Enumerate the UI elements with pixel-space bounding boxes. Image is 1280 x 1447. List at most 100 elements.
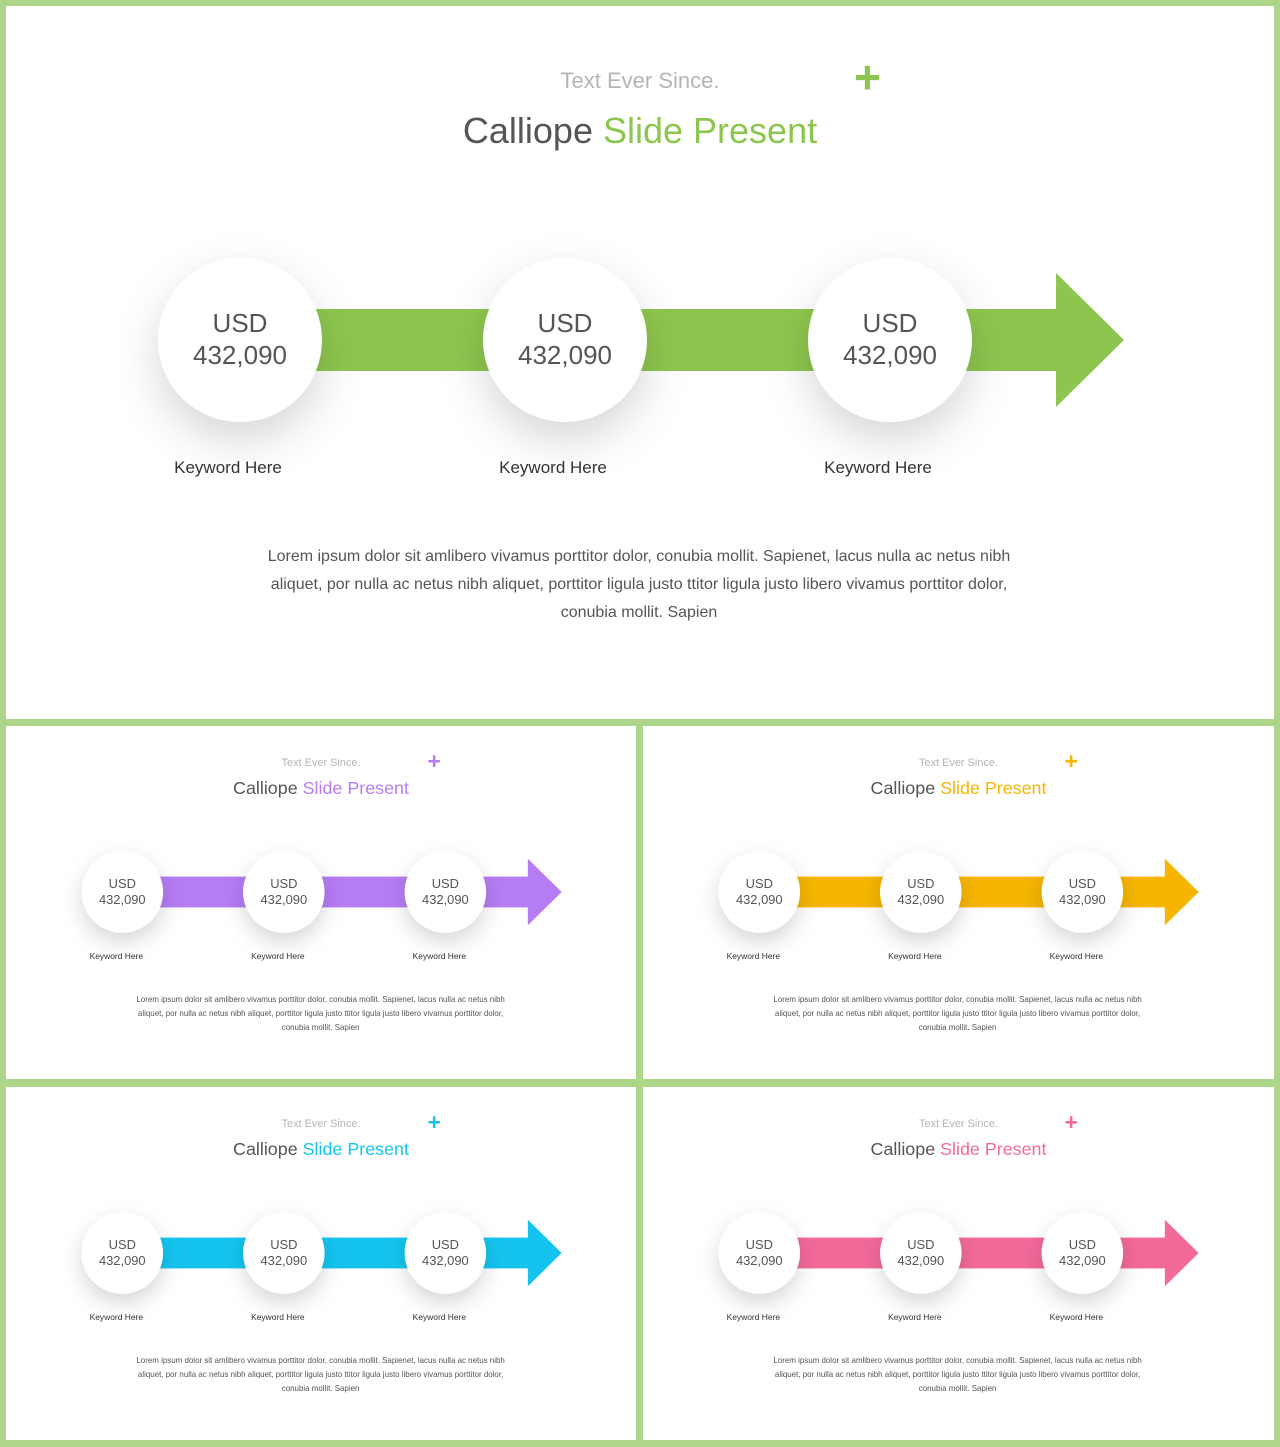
arrow-head [1164, 1219, 1199, 1287]
slide-purple: Text Ever Since. Calliope Slide Present + U… [6, 726, 636, 1079]
currency-label: USD [907, 876, 935, 892]
amount-value: 432,090 [98, 1252, 146, 1268]
arrow-flow-graphic [158, 258, 1124, 422]
step-keyword-2: Keyword Here [251, 950, 305, 961]
title-accent: Slide Present [940, 1138, 1047, 1159]
step-circle-3 [404, 1212, 487, 1294]
step-keyword-3: Keyword Here [412, 950, 467, 961]
slide-supertitle: Text Ever Since. [281, 756, 361, 769]
step-keyword-3: Keyword Here [1049, 950, 1104, 961]
slide-body-text: Lorem ipsum dolor sit amlibero vivamus p… [773, 994, 1142, 1032]
step-circle-3 [404, 851, 487, 933]
title-accent: Slide Present [302, 777, 409, 798]
slide-title: Calliope Slide Present [643, 1139, 1274, 1160]
amount-value: 432,090 [422, 1252, 469, 1268]
amount-value: 432,090 [193, 339, 287, 370]
slide-body-text: Lorem ipsum dolor sit amlibero vivamus p… [136, 994, 505, 1032]
arrow-head [527, 1219, 562, 1287]
slide-body-text: Lorem ipsum dolor sit amlibero vivamus p… [267, 548, 1011, 621]
amount-value: 432,090 [260, 1252, 308, 1268]
slide-supertitle: Text Ever Since. [560, 68, 720, 93]
currency-label: USD [745, 876, 773, 892]
amount-value: 432,090 [843, 339, 937, 370]
step-circle-2 [880, 851, 962, 933]
slide-body-text: Lorem ipsum dolor sit amlibero vivamus p… [136, 1355, 505, 1393]
amount-value: 432,090 [518, 339, 612, 370]
currency-label: USD [431, 876, 459, 892]
amount-value: 432,090 [1059, 1252, 1106, 1268]
arrow-flow-graphic [81, 851, 562, 933]
plus-icon: + [427, 747, 441, 774]
step-keyword-3: Keyword Here [1049, 1311, 1104, 1322]
slide-title: Calliope Slide Present [6, 778, 636, 799]
amount-value: 432,090 [897, 891, 945, 907]
amount-value: 432,090 [735, 891, 783, 907]
title-accent: Slide Present [302, 1138, 409, 1159]
step-keyword-2: Keyword Here [499, 458, 607, 477]
step-keyword-3: Keyword Here [412, 1311, 467, 1322]
slide-title: Calliope Slide Present [643, 778, 1274, 799]
title-accent: Slide Present [602, 110, 818, 151]
step-keyword-1: Keyword Here [174, 458, 282, 477]
step-keyword-2: Keyword Here [251, 1311, 305, 1322]
currency-label: USD [108, 1237, 136, 1253]
currency-label: USD [108, 876, 136, 892]
step-keyword-1: Keyword Here [726, 1311, 781, 1322]
title-plain: Calliope [870, 1138, 936, 1159]
slide-green: Text Ever Since. Calliope Slide Present + U… [6, 6, 1274, 719]
step-keyword-2: Keyword Here [888, 1311, 942, 1322]
currency-label: USD [745, 1237, 773, 1253]
plus-icon: + [1064, 1108, 1078, 1135]
title-plain: Calliope [233, 777, 298, 798]
amount-value: 432,090 [98, 891, 146, 907]
arrow-flow-graphic [81, 1212, 562, 1294]
step-circle-1 [81, 1212, 164, 1294]
step-circle-1 [158, 258, 322, 422]
step-circle-2 [483, 258, 647, 422]
arrow-flow-graphic [718, 1212, 1199, 1294]
plus-icon: + [427, 1108, 441, 1135]
title-accent: Slide Present [940, 777, 1047, 798]
step-circle-3 [1041, 1212, 1124, 1294]
step-keyword-1: Keyword Here [89, 950, 144, 961]
arrow-head [1164, 858, 1199, 926]
step-circle-1 [718, 1212, 801, 1294]
amount-value: 432,090 [1059, 891, 1106, 907]
slide-supertitle: Text Ever Since. [919, 1117, 998, 1130]
step-circle-1 [718, 851, 801, 933]
slide-pink: Text Ever Since. Calliope Slide Present + U… [643, 1087, 1274, 1440]
amount-value: 432,090 [260, 891, 308, 907]
step-keyword-1: Keyword Here [726, 950, 781, 961]
arrow-head [1056, 273, 1124, 407]
slide-supertitle: Text Ever Since. [281, 1117, 361, 1130]
slide-cyan: Text Ever Since.Calliope Slide Present+U… [6, 1087, 636, 1440]
arrow-head [527, 858, 562, 926]
slide-body-text: Lorem ipsum dolor sit amlibero vivamus p… [773, 1355, 1142, 1393]
step-circle-2 [880, 1212, 962, 1294]
step-circle-3 [808, 258, 972, 422]
plus-icon: + [854, 51, 881, 103]
slide-title: Calliope Slide Present [6, 110, 1274, 152]
currency-label: USD [270, 1237, 298, 1253]
step-circle-3 [1041, 851, 1124, 933]
arrow-flow-graphic [718, 851, 1199, 933]
slide-supertitle: Text Ever Since. [919, 756, 998, 769]
step-circle-2 [243, 851, 325, 933]
step-circle-1 [81, 851, 164, 933]
step-keyword-3: Keyword Here [824, 458, 932, 477]
currency-label: USD [212, 308, 268, 339]
